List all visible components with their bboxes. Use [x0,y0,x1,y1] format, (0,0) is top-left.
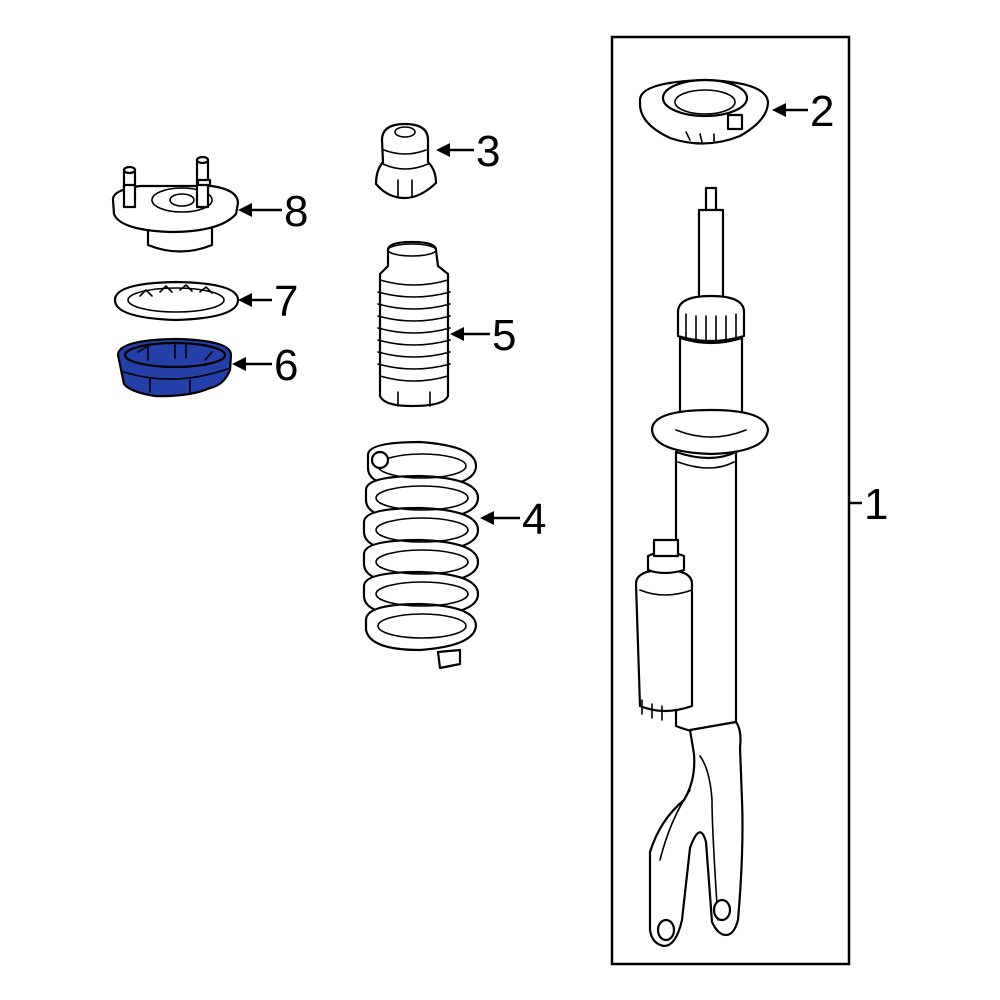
callout-5: 5 [450,311,516,360]
part-8-strut-mount[interactable] [111,155,240,253]
assembly-frame [610,35,851,966]
callout-8: 8 [238,187,308,236]
part-2-upper-seat[interactable] [638,78,770,145]
callout-7: 7 [238,277,298,326]
callout-1: 1 [849,480,888,529]
svg-text:1: 1 [864,480,888,529]
svg-text:7: 7 [274,277,298,326]
svg-text:5: 5 [492,311,516,360]
callout-2: 2 [772,87,834,136]
svg-text:3: 3 [476,127,500,176]
part-1-strut-assembly[interactable] [634,186,770,948]
part-6-spring-isolator[interactable] [116,337,233,398]
callout-6: 6 [232,341,298,390]
svg-text:2: 2 [810,87,834,136]
part-3-bump-stop[interactable] [374,122,438,200]
svg-text:8: 8 [284,187,308,236]
callout-3: 3 [436,127,500,176]
svg-text:4: 4 [522,495,546,544]
part-7-spring-seat[interactable] [113,280,240,322]
part-4-coil-spring[interactable] [362,440,480,670]
svg-text:6: 6 [274,341,298,390]
part-5-dust-boot[interactable] [377,240,451,408]
callout-4: 4 [480,495,546,544]
